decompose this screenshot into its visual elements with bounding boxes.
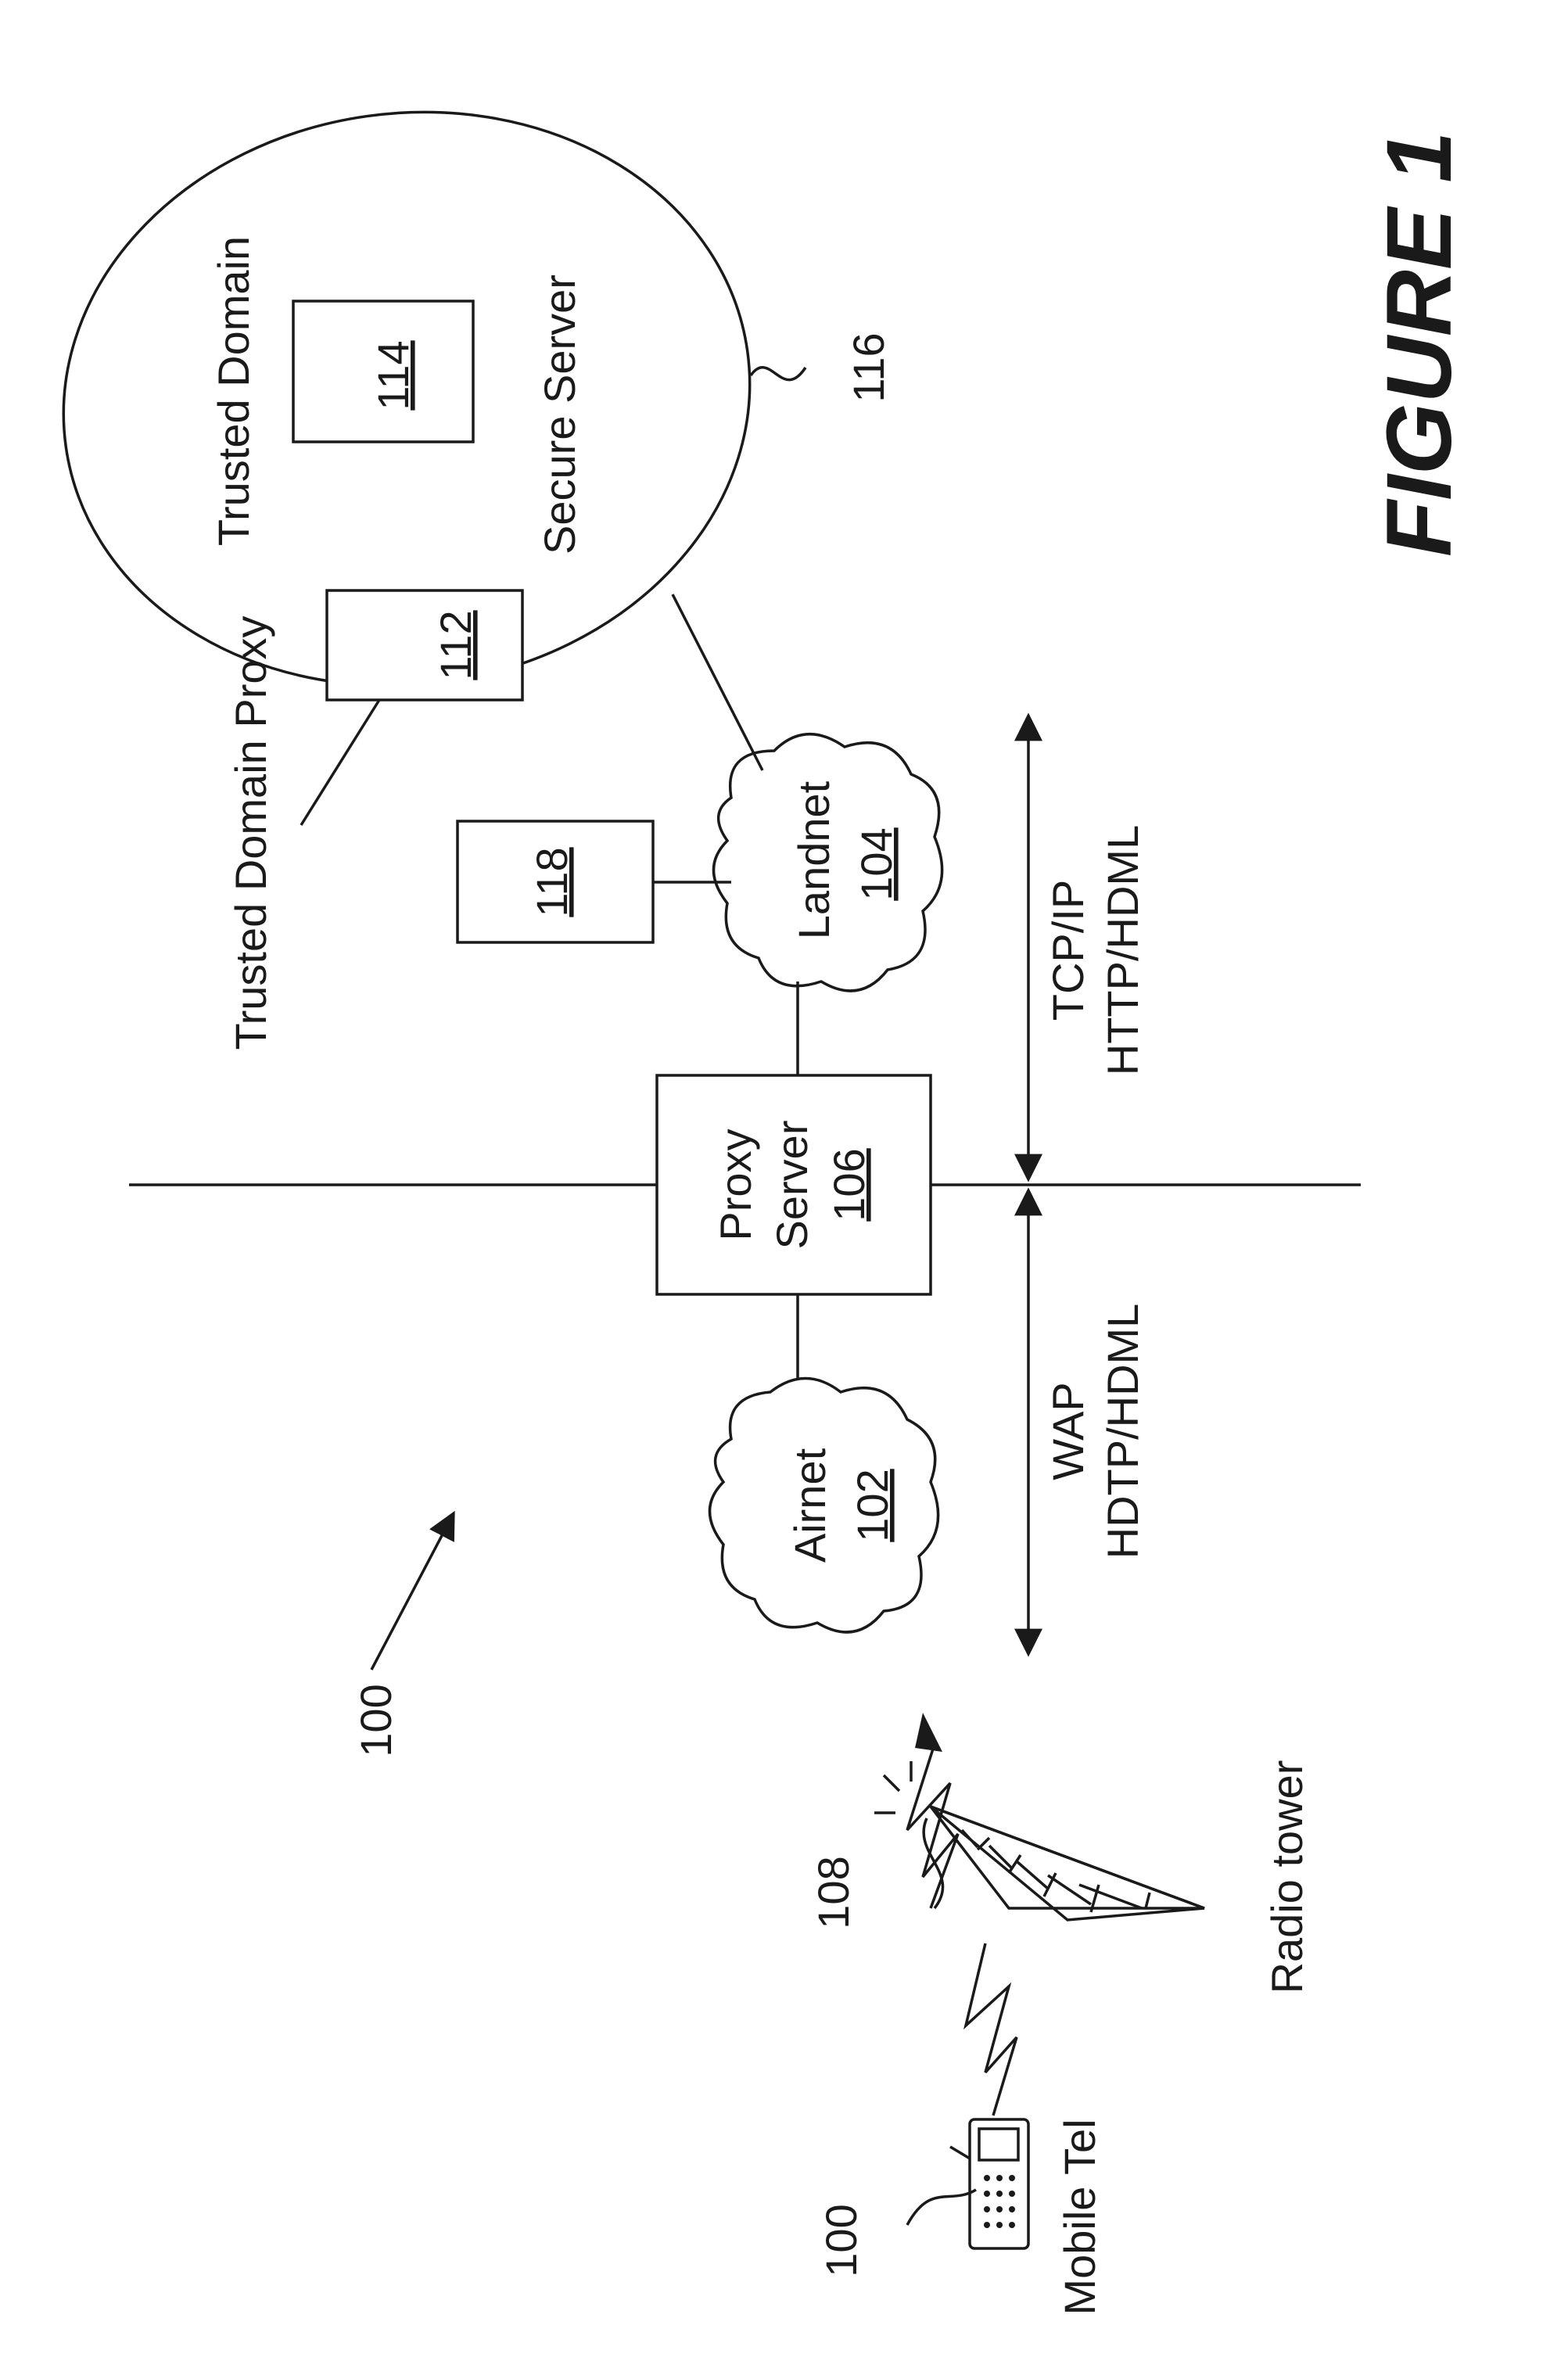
system-ref-arrow xyxy=(371,1513,454,1670)
wireless-link-tower-airnet-arrowhead xyxy=(915,1713,942,1752)
mobile-phone-leader xyxy=(907,2190,976,2225)
landnet-label: Landnet xyxy=(789,780,838,939)
trusted-domain-label: Trusted Domain xyxy=(209,236,258,546)
wireless-link-tower-airnet xyxy=(907,1744,958,1908)
airnet-ref: 102 xyxy=(848,1469,897,1541)
landnet-to-trusted-domain-link xyxy=(673,594,762,770)
wireless-link-mobile-tower xyxy=(966,1943,1017,2115)
mobile-phone-icon xyxy=(950,2119,1028,2248)
proxy-server-ref: 106 xyxy=(824,1148,874,1221)
hdtp-hdml-protocol-label: HDTP/HDML xyxy=(1098,1304,1147,1559)
http-hdml-protocol-label: HTTP/HDML xyxy=(1098,825,1147,1075)
secure-server-label: Secure Server xyxy=(535,275,584,554)
figure-label: FIGURE 1 xyxy=(1368,131,1471,557)
server-118-ref: 118 xyxy=(527,847,576,917)
wap-protocol-label: WAP xyxy=(1043,1382,1093,1480)
landnet-ref: 104 xyxy=(852,827,901,900)
radio-tower-ref: 108 xyxy=(809,1856,858,1929)
mobile-phone-label: Mobile Tel xyxy=(1055,2119,1104,2315)
trusted-proxy-box xyxy=(327,590,522,700)
secure-server-ref: 114 xyxy=(368,340,418,410)
tcpip-protocol-label: TCP/IP xyxy=(1043,880,1093,1021)
airnet-label: Airnet xyxy=(785,1448,834,1563)
trusted-proxy-leader xyxy=(301,700,379,825)
mobile-phone-ref: 100 xyxy=(816,2204,866,2277)
trusted-domain-leader xyxy=(751,368,806,380)
trusted-domain-ref: 116 xyxy=(844,332,893,402)
proxy-server-label-line1: Proxy xyxy=(711,1129,760,1240)
system-ref: 100 xyxy=(351,1684,400,1757)
proxy-server-label-line2: Server xyxy=(767,1121,816,1250)
radio-tower-label: Radio tower xyxy=(1262,1760,1311,1994)
trusted-proxy-label: Trusted Domain Proxy xyxy=(226,616,275,1050)
trusted-proxy-ref: 112 xyxy=(431,610,480,680)
